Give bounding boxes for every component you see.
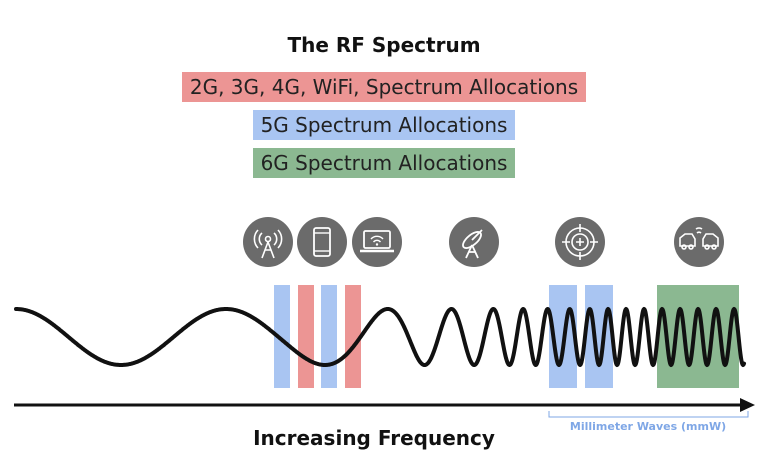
axis-label-text: Increasing Frequency [253,426,495,450]
cell-tower-icon [243,217,293,267]
legend-5g: 5G Spectrum Allocations [252,110,516,140]
legend-6g: 6G Spectrum Allocations [252,148,516,178]
laptop-wifi-icon [352,217,402,267]
axis-label: Increasing Frequency [0,426,768,450]
smartphone-icon [297,217,347,267]
legend-legacy: 2G, 3G, 4G, WiFi, Spectrum Allocations [181,72,587,102]
legend: 2G, 3G, 4G, WiFi, Spectrum Allocations 5… [0,72,768,178]
band-5g-mmw-2 [585,285,613,388]
band-legacy-2 [345,285,361,388]
band-legacy-1 [298,285,314,388]
mmw-bracket [548,411,749,418]
allocation-bands [274,285,739,388]
radar-icon [555,217,605,267]
band-5g-2 [321,285,337,388]
band-6g [657,285,739,388]
satellite-dish-icon [449,217,499,267]
mmw-label: Millimeter Waves (mmW) [569,420,727,433]
frequency-wave [14,307,746,367]
frequency-axis-arrow [14,398,755,412]
diagram-title: The RF Spectrum [287,33,481,57]
band-5g-1 [274,285,290,388]
vehicle-communication-icon [674,217,724,267]
